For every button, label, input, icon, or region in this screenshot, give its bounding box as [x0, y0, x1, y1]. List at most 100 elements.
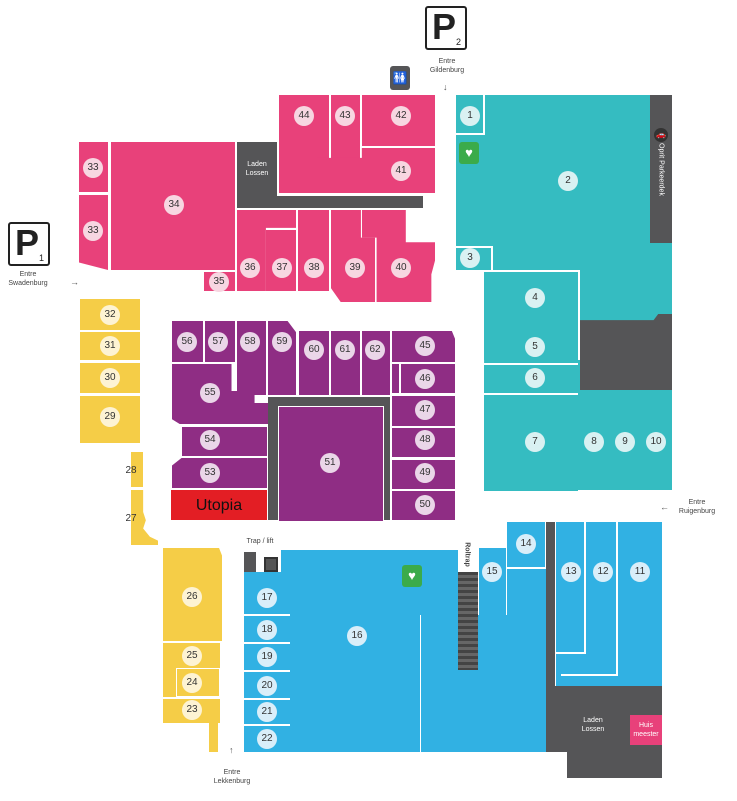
unit-badge: 6: [525, 368, 545, 388]
unit-badge: 47: [415, 400, 435, 420]
unit-16c: [458, 670, 546, 752]
unit-16d: [507, 569, 546, 615]
unit-badge: 22: [257, 729, 277, 749]
unit-badge: 9: [615, 432, 635, 452]
unit-badge: 59: [272, 332, 292, 352]
unit-badge: 10: [646, 432, 666, 452]
unit-badge: 38: [304, 258, 324, 278]
unit-badge: 2: [558, 171, 578, 191]
unit-badge: 25: [182, 646, 202, 666]
car-icon: 🚗: [654, 128, 668, 142]
unit-43[interactable]: [331, 95, 360, 158]
arrow-right-icon: →: [70, 277, 79, 287]
unit-badge: 30: [100, 368, 120, 388]
unit-badge: 37: [272, 258, 292, 278]
unit-badge: 11: [630, 562, 650, 582]
unit-badge: 12: [593, 562, 613, 582]
unit-badge: 58: [240, 332, 260, 352]
entrance-lekkenburg[interactable]: Entre Lekkenburg: [213, 769, 251, 785]
unit-badge: 31: [100, 336, 120, 356]
unit-badge: 42: [391, 106, 411, 126]
unit-badge: 26: [182, 587, 202, 607]
unit-badge: 35: [209, 272, 229, 292]
unit-badge: 34: [164, 195, 184, 215]
laden-lossen-label: Laden Lossen: [581, 717, 605, 733]
unit-11[interactable]: [556, 522, 662, 686]
unit-badge: 39: [345, 258, 365, 278]
unit-38[interactable]: [298, 210, 329, 291]
unit-badge: 33: [83, 158, 103, 178]
unit-badge: 27: [125, 513, 137, 524]
divider: [244, 614, 290, 616]
unit-badge: 23: [182, 700, 202, 720]
unit-12[interactable]: [561, 522, 618, 676]
unit-badge: 62: [365, 340, 385, 360]
roltrap-escalator: [458, 572, 478, 670]
unit-badge: 56: [177, 332, 197, 352]
unit-51[interactable]: [278, 406, 384, 522]
laden-lossen-south-lower: [567, 750, 662, 778]
service-strip: [546, 522, 555, 686]
roltrap-label: Roltrap: [463, 542, 471, 567]
unit-badge: 49: [415, 463, 435, 483]
lift-icon: [264, 557, 278, 572]
divider: [244, 670, 290, 672]
unit-badge: 16: [347, 626, 367, 646]
aed-heart-icon: ♥: [459, 142, 479, 164]
unit-badge: 33: [83, 221, 103, 241]
unit-badge: 14: [516, 534, 536, 554]
arrow-up-icon: ↑: [229, 745, 234, 755]
unit-23-tail: [209, 723, 218, 752]
unit-badge: 21: [257, 702, 277, 722]
unit-utopia[interactable]: Utopia: [171, 490, 267, 520]
unit-badge: 4: [525, 288, 545, 308]
unit-54[interactable]: [182, 427, 267, 456]
unit-badge: 41: [391, 161, 411, 181]
unit-badge: 61: [335, 340, 355, 360]
unit-badge: 3: [460, 248, 480, 268]
laden-lossen-label: Laden Lossen: [245, 161, 269, 177]
unit-badge: 29: [100, 407, 120, 427]
entrance-gildenburg[interactable]: Entre Gildenburg: [429, 58, 465, 74]
divider: [163, 697, 220, 699]
divider: [399, 364, 401, 393]
divider: [244, 642, 290, 644]
divider: [244, 724, 290, 726]
stairs-icon: [244, 552, 256, 572]
parking-number: 1: [38, 253, 44, 263]
unit-badge: 46: [415, 369, 435, 389]
unit-badge: 5: [525, 337, 545, 357]
unit-badge: 60: [304, 340, 324, 360]
unit-badge: 57: [208, 332, 228, 352]
unit-badge: 17: [257, 588, 277, 608]
unit-badge: 40: [391, 258, 411, 278]
huismeester[interactable]: [630, 715, 662, 745]
trap-lift-label: Trap / lift: [246, 538, 274, 545]
unit-badge: 43: [335, 106, 355, 126]
unit-badge: 55: [200, 383, 220, 403]
unit-badge: 1: [460, 106, 480, 126]
unit-badge: 18: [257, 620, 277, 640]
parking-letter: P: [15, 222, 40, 263]
unit-badge: 51: [320, 453, 340, 473]
unit-badge: 45: [415, 336, 435, 356]
unit-badge: 19: [257, 647, 277, 667]
service-area-east: [580, 314, 672, 390]
entrance-ruigenburg[interactable]: Entre Ruigenburg: [678, 499, 716, 515]
unit-badge: 20: [257, 676, 277, 696]
unit-badge: 28: [125, 465, 137, 476]
unit-13[interactable]: [556, 522, 586, 654]
parking-number: 2: [455, 37, 461, 47]
unit-badge: 32: [100, 305, 120, 325]
unit-badge: 53: [200, 463, 220, 483]
unit-28[interactable]: [131, 452, 143, 487]
unit-badge: 50: [415, 495, 435, 515]
unit-badge: 36: [240, 258, 260, 278]
unit-24[interactable]: [176, 668, 220, 697]
unit-badge: 13: [561, 562, 581, 582]
entrance-swadenburg[interactable]: Entre Swadenburg: [8, 271, 48, 287]
arrow-left-icon: ←: [660, 502, 669, 512]
